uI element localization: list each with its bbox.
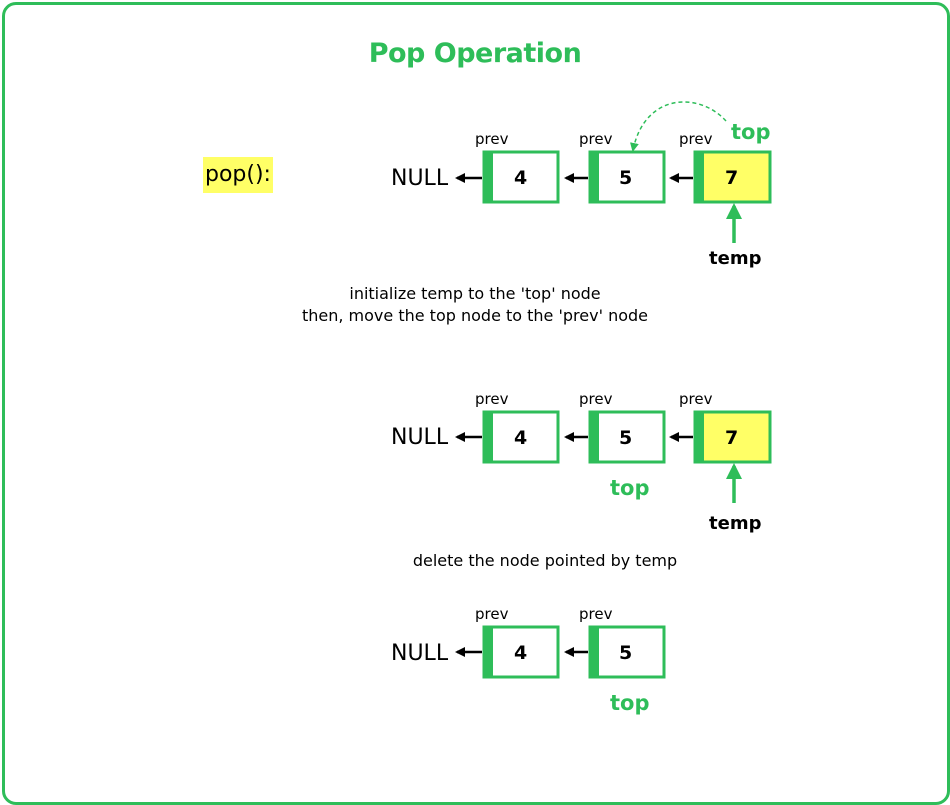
function-label: pop(): xyxy=(203,157,273,193)
null-label: NULL xyxy=(391,641,449,666)
row-1 xyxy=(455,101,772,243)
node-box-4 xyxy=(482,150,560,204)
node-value-4: 4 xyxy=(514,642,528,664)
node-value-7: 7 xyxy=(725,427,739,449)
top-label: top xyxy=(610,476,650,500)
temp-label: temp xyxy=(709,513,762,534)
row-2 xyxy=(455,410,772,503)
node-box-5 xyxy=(588,150,666,204)
caption-step1-line1: initialize temp to the 'top' node xyxy=(349,284,601,303)
node-value-5: 5 xyxy=(619,642,633,664)
node-value-5: 5 xyxy=(619,427,633,449)
prev-label: prev xyxy=(679,390,713,408)
prev-label: prev xyxy=(475,390,509,408)
prev-label: prev xyxy=(579,130,613,148)
null-label: NULL xyxy=(391,425,449,450)
node-box-7 xyxy=(693,150,772,204)
node-box-4 xyxy=(482,410,560,464)
prev-label: prev xyxy=(475,605,509,623)
caption-step2: delete the node pointed by temp xyxy=(412,551,678,570)
prev-label: prev xyxy=(579,605,613,623)
node-box-5 xyxy=(588,625,666,679)
caption-step1-line2: then, move the top node to the 'prev' no… xyxy=(301,306,648,325)
prev-label: prev xyxy=(679,130,713,148)
prev-label: prev xyxy=(579,390,613,408)
diagram-title: Pop Operation xyxy=(368,38,582,69)
top-move-dashed-arrow xyxy=(630,101,727,152)
node-value-7: 7 xyxy=(725,167,739,189)
node-box-7 xyxy=(693,410,772,464)
node-value-4: 4 xyxy=(514,427,528,449)
node-box-4 xyxy=(482,625,560,679)
node-box-5 xyxy=(588,410,666,464)
temp-label: temp xyxy=(709,248,762,269)
row-3 xyxy=(455,625,666,679)
node-value-5: 5 xyxy=(619,167,633,189)
top-label: top xyxy=(610,691,650,715)
null-label: NULL xyxy=(391,166,449,191)
prev-label: prev xyxy=(475,130,509,148)
top-label: top xyxy=(731,120,771,144)
node-value-4: 4 xyxy=(514,167,528,189)
